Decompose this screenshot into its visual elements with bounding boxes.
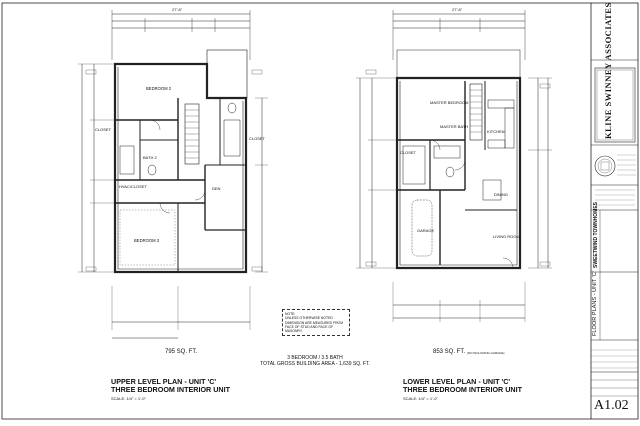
drawing-title: FLOOR PLANS - UNIT 'C'	[592, 271, 598, 336]
room-label-kitchen: KITCHEN	[487, 129, 505, 134]
upper-plan-title: UPPER LEVEL PLAN - UNIT 'C' THREE BEDROO…	[111, 378, 230, 394]
project-name: SWEETWIND TOWNHOMES	[593, 201, 599, 268]
room-label-hvac-closet: HVAC/CLOSET	[119, 184, 147, 189]
lower-overall-dimension: 27'-6"	[452, 7, 463, 12]
note-heading: NOTE:	[285, 312, 296, 316]
room-label-dining: DINING	[494, 192, 508, 197]
title-block	[590, 3, 638, 419]
dimension-note: NOTE: UNLESS OTHERWISE NOTED DIMENSION A…	[282, 309, 350, 337]
room-label-lower-closet: CLOSET	[400, 150, 417, 155]
bed-bath-count: 3 BEDROOM / 3.5 BATH	[287, 355, 343, 361]
room-label-garage: GARAGE	[417, 228, 435, 233]
upper-plan-title-line2: THREE BEDROOM INTERIOR UNIT	[111, 385, 230, 394]
room-label-living-room: LIVING ROOM	[493, 234, 520, 239]
upper-overall-dimension: 27'-6"	[172, 7, 183, 12]
lower-plan-title-line1: LOWER LEVEL PLAN - UNIT 'C'	[403, 377, 511, 386]
lower-level-plan	[356, 10, 552, 322]
room-label-den: DEN	[212, 186, 221, 191]
sheet-number: A1.02	[594, 398, 629, 413]
upper-level-plan	[78, 10, 268, 339]
sheet-border	[1, 2, 639, 420]
firm-name: KLINE SWINNEY ASSOCIATES	[603, 2, 613, 139]
room-label-master-bath: MASTER BATH	[440, 124, 469, 129]
lower-plan-title: LOWER LEVEL PLAN - UNIT 'C' THREE BEDROO…	[403, 378, 522, 394]
lower-area-note: (NO INCLUDING GARAGE)	[467, 351, 505, 355]
lower-area: 853 SQ. FT.	[433, 349, 466, 355]
lower-plan-title-line2: THREE BEDROOM INTERIOR UNIT	[403, 385, 522, 394]
upper-area: 795 SQ. FT.	[165, 349, 198, 355]
note-body: UNLESS OTHERWISE NOTED DIMENSION ARE MEA…	[285, 316, 344, 334]
room-label-bedroom-2: BEDROOM 2	[146, 86, 172, 91]
upper-plan-title-line1: UPPER LEVEL PLAN - UNIT 'C'	[111, 377, 217, 386]
building-summary: 3 BEDROOM / 3.5 BATH TOTAL GROSS BUILDIN…	[240, 355, 390, 367]
gross-area: TOTAL GROSS BUILDING AREA - 1,639 SQ. FT…	[260, 361, 370, 367]
room-label-closet-2: CLOSET	[249, 136, 266, 141]
upper-plan-scale: SCALE: 1/4" = 1'-0"	[111, 396, 146, 401]
room-label-closet: CLOSET	[95, 127, 112, 132]
room-label-bedroom-3: BEDROOM 3	[134, 238, 160, 243]
room-label-bath-2: BATH 2	[143, 155, 157, 160]
room-label-master-bedroom: MASTER BEDROOM	[430, 100, 469, 105]
lower-plan-scale: SCALE: 1/4" = 1'-0"	[403, 396, 438, 401]
